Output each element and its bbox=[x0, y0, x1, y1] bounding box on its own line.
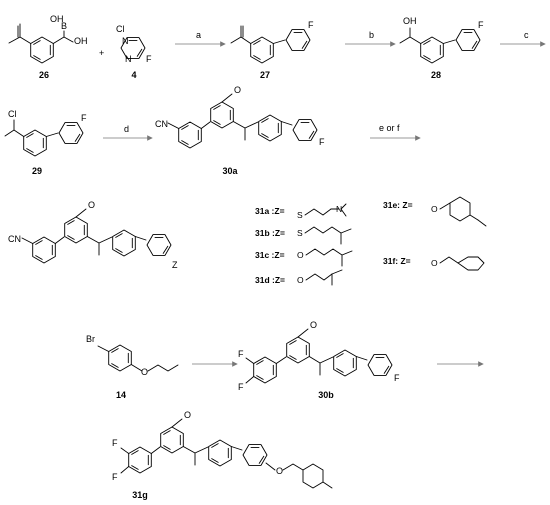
atom-F-30a: F bbox=[319, 137, 325, 147]
label-4: 4 bbox=[131, 70, 136, 80]
label-30b: 30b bbox=[318, 390, 334, 400]
atom-CN-31: CN bbox=[8, 234, 21, 244]
atom-Br: Br bbox=[86, 334, 95, 344]
label-31g: 31g bbox=[132, 490, 148, 500]
z-def-31b-atom: S bbox=[297, 228, 303, 238]
compound-26-structure bbox=[8, 23, 74, 64]
compound-30a-structure bbox=[167, 93, 318, 149]
atom-F-27: F bbox=[308, 20, 314, 30]
condition-e-or-f: e or f bbox=[379, 123, 400, 133]
label-27: 27 bbox=[260, 70, 270, 80]
atom-O-31g-2: O bbox=[276, 466, 283, 476]
z-def-31e-atom: O bbox=[431, 204, 438, 214]
atom-OH: OH bbox=[50, 14, 64, 24]
atom-Z: Z bbox=[172, 260, 178, 270]
atom-CN-30a: CN bbox=[155, 119, 168, 129]
condition-b: b bbox=[369, 30, 374, 40]
compound-14-structure bbox=[97, 344, 179, 372]
atom-F-30b-3: F bbox=[394, 373, 400, 383]
atom-O-31: O bbox=[88, 200, 95, 210]
label-28: 28 bbox=[431, 70, 441, 80]
z-def-31a-label: 31a :Z= bbox=[255, 206, 285, 216]
compound-31-generic-structure bbox=[21, 208, 172, 264]
label-30a: 30a bbox=[222, 166, 238, 176]
compound-28-structure bbox=[399, 27, 481, 64]
atom-O-31g: O bbox=[184, 410, 191, 420]
compound-27-structure bbox=[230, 25, 311, 64]
condition-a: a bbox=[196, 30, 201, 40]
atom-OH-28: OH bbox=[403, 16, 417, 26]
atom-N-2: N bbox=[125, 54, 132, 64]
atom-OH-2: OH bbox=[74, 36, 88, 46]
atom-N: N bbox=[122, 36, 129, 46]
condition-d: d bbox=[124, 124, 129, 134]
compound-29-structure bbox=[4, 119, 84, 157]
z-def-31b-label: 31b :Z= bbox=[255, 228, 285, 238]
atom-F: F bbox=[146, 54, 152, 64]
z-def-31f-atom: O bbox=[431, 258, 438, 268]
atom-B: B bbox=[61, 21, 67, 31]
compound-31g-structure bbox=[120, 418, 333, 489]
atom-F-30b-1: F bbox=[238, 349, 244, 359]
z-def-31a-atom: S bbox=[297, 210, 303, 220]
atom-O-30b: O bbox=[310, 320, 317, 330]
z-definitions: 31a :Z= S N 31b :Z= S 31c :Z= O 31d :Z= … bbox=[255, 196, 487, 286]
label-14: 14 bbox=[116, 390, 126, 400]
atom-Cl-29: Cl bbox=[8, 109, 17, 119]
compound-30b-structure bbox=[245, 328, 393, 384]
z-def-31c-atom: O bbox=[297, 250, 304, 260]
z-def-31f-label: 31f: Z= bbox=[383, 256, 411, 266]
atom-F-28: F bbox=[478, 20, 484, 30]
z-def-31a-N: N bbox=[336, 204, 342, 214]
z-def-31d-label: 31d :Z= bbox=[255, 275, 285, 285]
atom-O-14: O bbox=[141, 367, 148, 377]
atom-F-31g-1: F bbox=[112, 438, 118, 448]
atom-O-30a: O bbox=[234, 85, 241, 95]
atom-Cl: Cl bbox=[116, 24, 125, 34]
label-26: 26 bbox=[39, 70, 49, 80]
plus-sign: + bbox=[99, 48, 104, 58]
atom-F-30b-2: F bbox=[238, 382, 244, 392]
atom-F-31g-2: F bbox=[112, 472, 118, 482]
z-def-31e-label: 31e: Z= bbox=[383, 200, 413, 210]
label-29: 29 bbox=[32, 166, 42, 176]
atom-F-29: F bbox=[81, 113, 87, 123]
condition-c: c bbox=[524, 30, 529, 40]
z-def-31c-label: 31c :Z= bbox=[255, 250, 285, 260]
z-def-31d-atom: O bbox=[297, 275, 304, 285]
